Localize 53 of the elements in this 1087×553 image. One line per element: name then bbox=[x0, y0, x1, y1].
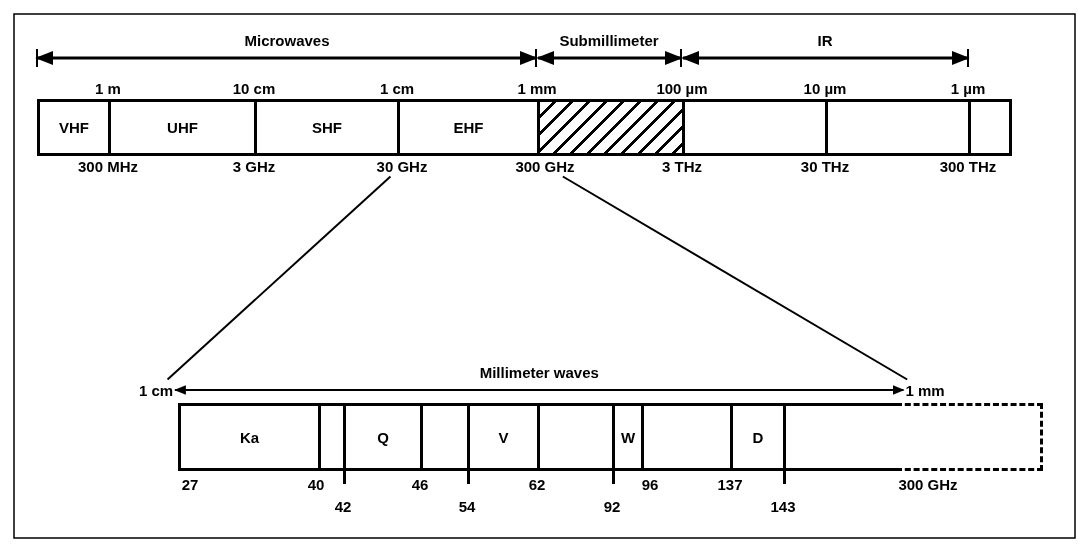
frequency-label: 300 GHz bbox=[898, 475, 958, 493]
band-segment bbox=[537, 403, 615, 471]
band-segment bbox=[825, 99, 971, 156]
frequency-label: 3 GHz bbox=[232, 157, 276, 175]
frequency-label: 30 THz bbox=[800, 157, 850, 175]
wavelength-label: 1 m bbox=[95, 79, 121, 97]
band-segment: Q bbox=[343, 403, 423, 471]
frequency-label: 300 MHz bbox=[78, 157, 138, 175]
range-label: Submillimeter bbox=[559, 31, 659, 49]
wavelength-label: 10 cm bbox=[232, 79, 276, 97]
band-segment: SHF bbox=[254, 99, 400, 156]
band-segment: Ka bbox=[178, 403, 321, 471]
edge-label: Millimeter waves bbox=[479, 363, 599, 381]
frequency-label: 137 bbox=[717, 475, 743, 493]
band-segment: UHF bbox=[108, 99, 257, 156]
frequency-label: 1 mm bbox=[905, 381, 945, 399]
wavelength-label: 100 µm bbox=[656, 79, 708, 97]
frequency-label: 46 bbox=[411, 475, 429, 493]
frequency-label: 27 bbox=[181, 475, 199, 493]
frequency-label: 300 THz bbox=[939, 157, 997, 175]
band-segment: D bbox=[730, 403, 786, 471]
band-segment bbox=[783, 403, 899, 471]
band-segment: VHF bbox=[37, 99, 111, 156]
frequency-label: 143 bbox=[770, 497, 796, 515]
band-segment bbox=[682, 99, 828, 156]
band-segment: EHF bbox=[397, 99, 540, 156]
band-segment bbox=[641, 403, 733, 471]
range-label: IR bbox=[817, 31, 833, 49]
frequency-label: 30 GHz bbox=[376, 157, 428, 175]
range-arrow bbox=[173, 385, 905, 395]
band-segment: W bbox=[612, 403, 644, 471]
frequency-label: 1 cm bbox=[138, 381, 174, 399]
wavelength-label: 1 mm bbox=[517, 79, 557, 97]
zoom-line bbox=[166, 175, 392, 381]
frequency-label: 42 bbox=[334, 497, 352, 515]
frequency-label: 40 bbox=[307, 475, 325, 493]
wavelength-label: 10 µm bbox=[803, 79, 847, 97]
band-segment bbox=[968, 99, 1012, 156]
dashed-band-segment bbox=[896, 403, 1043, 471]
range-label: Microwaves bbox=[244, 31, 330, 49]
hatched-band-segment bbox=[537, 99, 685, 156]
frequency-label: 62 bbox=[528, 475, 546, 493]
band-segment bbox=[318, 403, 346, 471]
frequency-label: 96 bbox=[641, 475, 659, 493]
frequency-label: 300 GHz bbox=[515, 157, 575, 175]
band-segment bbox=[420, 403, 470, 471]
frequency-label: 3 THz bbox=[662, 157, 702, 175]
zoom-line bbox=[561, 175, 909, 381]
wavelength-label: 1 cm bbox=[379, 79, 415, 97]
band-segment: V bbox=[467, 403, 540, 471]
frequency-label: 54 bbox=[458, 497, 476, 515]
wavelength-label: 1 µm bbox=[950, 79, 986, 97]
frequency-label: 92 bbox=[603, 497, 621, 515]
